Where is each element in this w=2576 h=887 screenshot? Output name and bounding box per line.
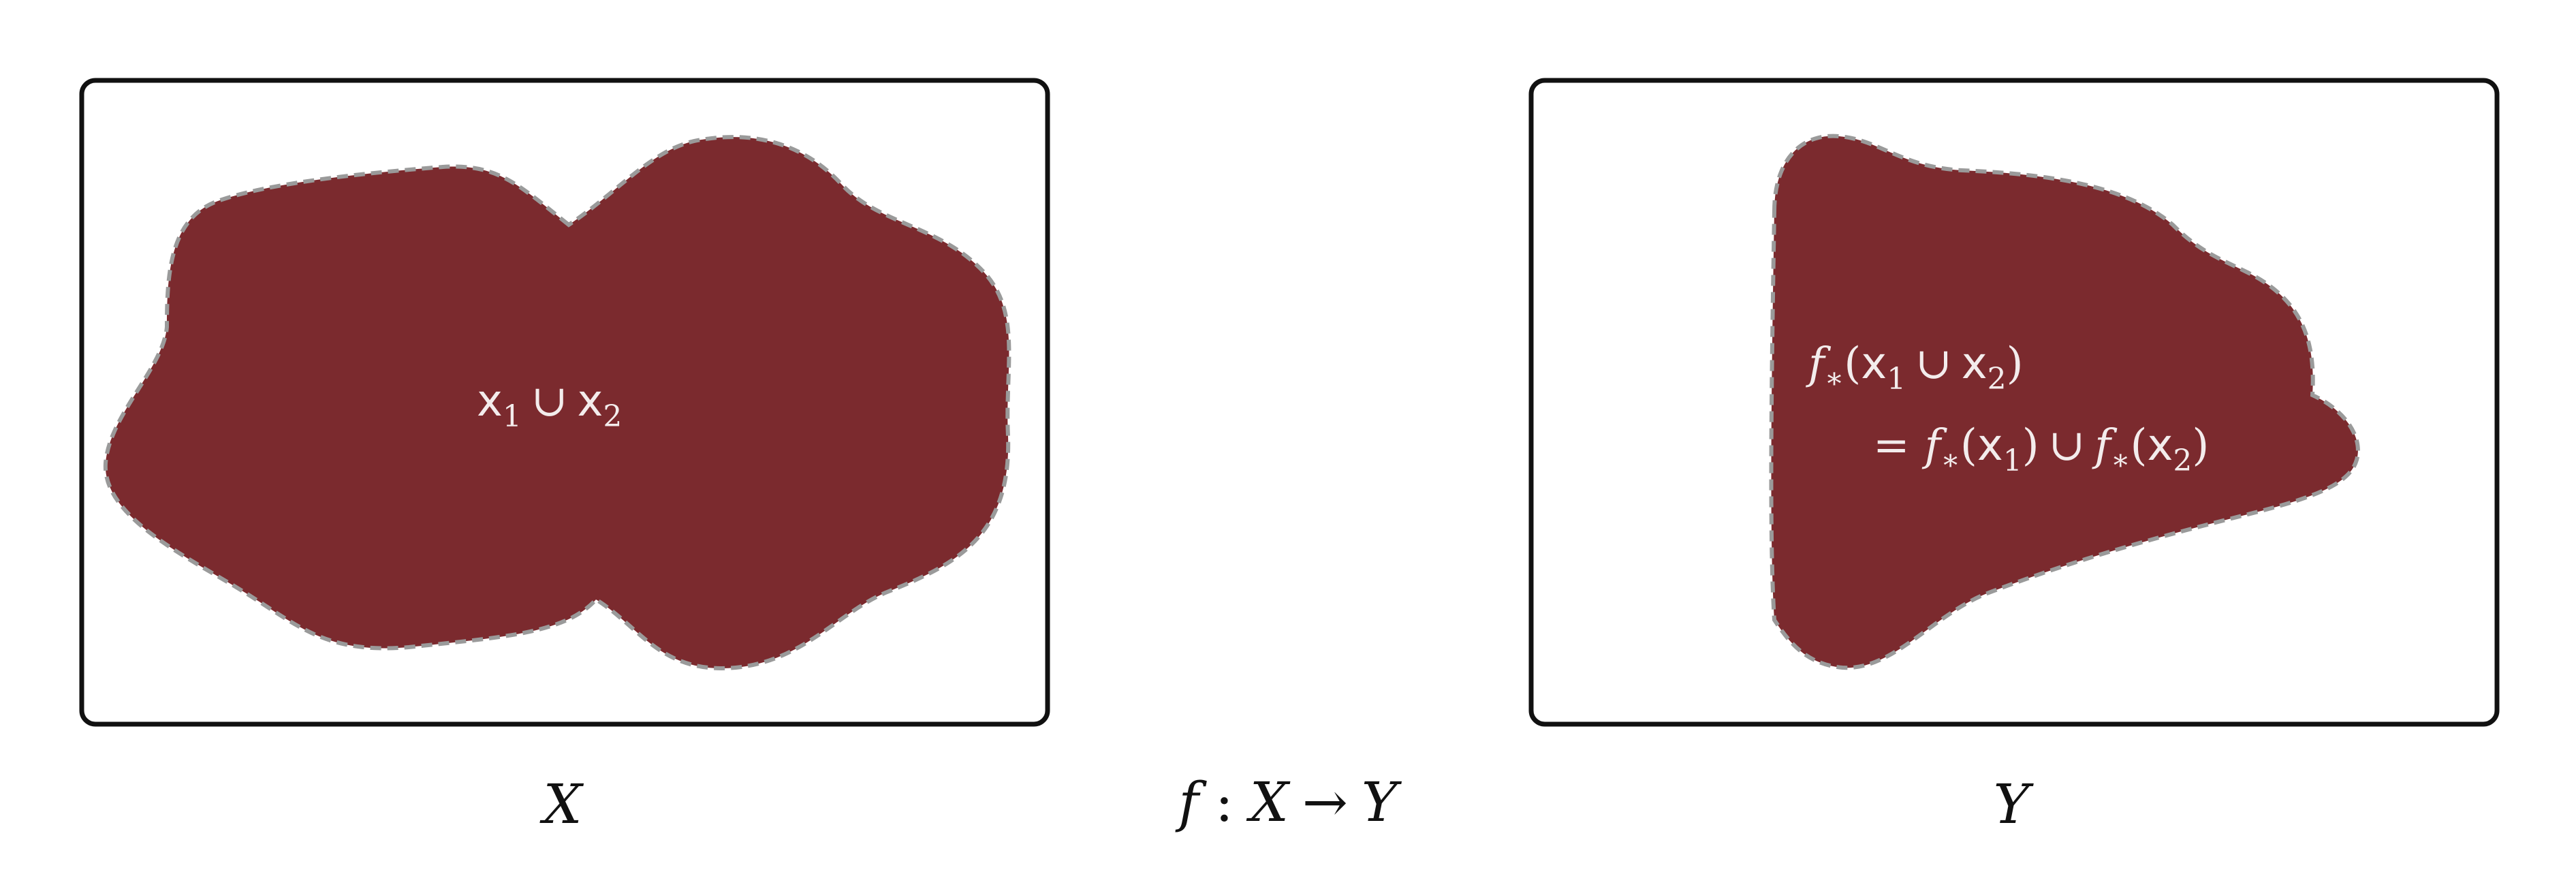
map-arrow: →: [1302, 771, 1348, 834]
map-colon: :: [1215, 771, 1234, 834]
map-f: f: [1175, 771, 1207, 834]
blob-union-x: [103, 135, 1011, 670]
pf2-close-b: ): [2192, 420, 2209, 471]
pf2-x1: x: [1977, 420, 2003, 471]
union-label: x1∪x2: [477, 376, 622, 434]
pf1-sub1: 1: [1887, 362, 1906, 396]
map-label: f:X→Y: [1175, 771, 1402, 834]
pf1-x2: x: [1962, 339, 1988, 389]
pf2-open-b: (: [2131, 420, 2148, 471]
pf1-sub2: 2: [1988, 362, 2007, 396]
union-label-sub1: 1: [503, 399, 522, 434]
pushforward-line-2: =f∗(x1)∪f∗(x2): [1873, 420, 2209, 478]
pf2-open-a: (: [1960, 420, 1977, 471]
pf2-star-b: ∗: [2111, 443, 2131, 476]
pf2-sub1: 1: [2003, 444, 2022, 478]
pf2-x2: x: [2148, 420, 2173, 471]
pf1-close: ): [2007, 339, 2024, 389]
pf1-open: (: [1844, 339, 1861, 389]
map-domain: X: [1246, 771, 1291, 834]
pf2-sub2: 2: [2173, 444, 2192, 478]
pf2-star-a: ∗: [1941, 443, 1960, 476]
set-label-y: Y: [1994, 773, 2035, 836]
union-label-x2: x: [578, 376, 603, 426]
map-codomain: Y: [1362, 771, 1402, 834]
set-label-x: X: [539, 773, 584, 836]
union-label-x1: x: [477, 376, 503, 426]
union-label-sub2: 2: [603, 399, 622, 434]
pf1-cup: ∪: [1915, 339, 1952, 389]
pf2-cup: ∪: [2049, 420, 2086, 471]
pf2-close-a: ): [2022, 420, 2039, 471]
blob-image-y: [1769, 134, 2360, 670]
union-label-cup: ∪: [531, 376, 568, 426]
pf1-star: ∗: [1825, 361, 1844, 394]
pf2-eq: =: [1873, 420, 1910, 471]
pf1-x1: x: [1861, 339, 1887, 389]
